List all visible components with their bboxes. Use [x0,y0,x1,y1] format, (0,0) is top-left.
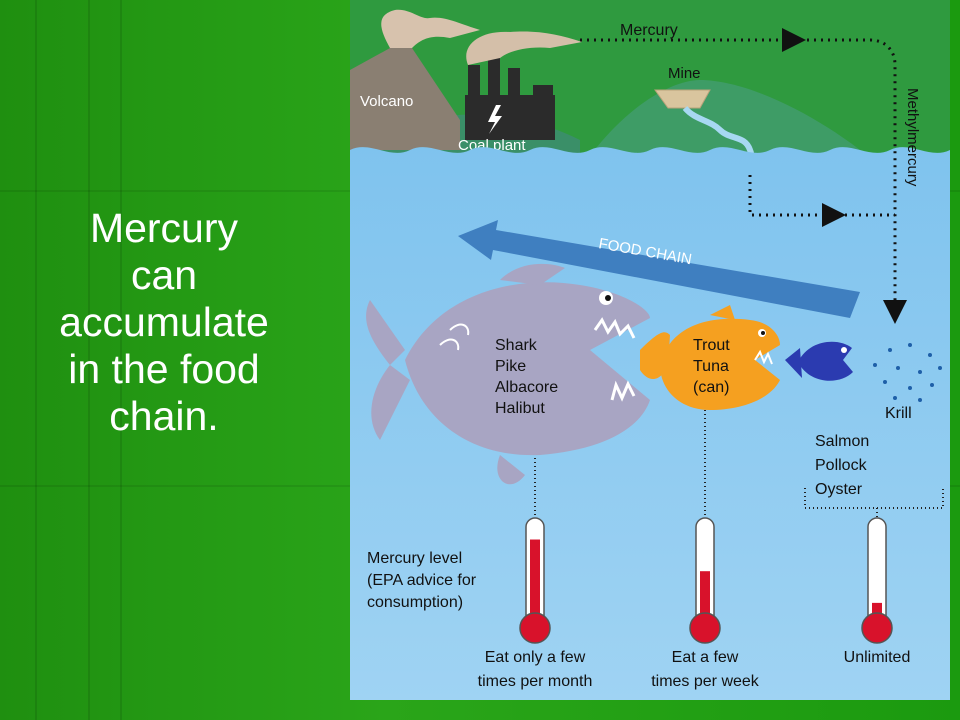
mid-fish-name: (can) [693,379,729,396]
consumption-advice: Unlimited [844,649,911,666]
consumption-advice: times per month [478,673,593,690]
krill-swarm [873,343,942,402]
mid-fish-name: Trout [693,337,730,354]
small-fish-name: Pollock [815,457,868,474]
slide-text-line: accumulate [59,299,269,345]
big-fish-name: Shark [495,337,538,354]
methylmercury-arrow-path [800,38,907,324]
water-area [350,147,950,700]
slide-text-line: chain. [109,393,219,439]
mercury-food-chain-infographic: Volcano Coal plant Mine Mercury Methylme… [350,0,950,700]
mercury-path-label: Mercury [620,22,678,39]
mercury-thermometer [861,517,893,644]
mercury-thermometer [519,517,551,644]
big-fish [366,263,650,485]
consumption-advice: Eat only a few [485,649,586,666]
connector-line [804,488,944,509]
slide-body-text: Mercury can accumulate in the food chain… [30,205,298,440]
coal-plant [465,31,582,140]
volcano-smoke [381,9,480,48]
slide-text-line: Mercury [89,205,239,251]
background-stripe [88,0,90,720]
consumption-advice: times per week [651,673,760,690]
consumption-advice: Eat a few [672,649,739,666]
mine-runoff-arrow-path [748,175,846,227]
lightning-icon [488,105,502,134]
krill-label: Krill [885,405,912,422]
small-fish-name: Oyster [815,481,863,498]
volcano-label: Volcano [360,93,413,110]
small-fish [785,341,853,381]
mid-fish-name: Tuna [693,358,729,375]
mercury-legend-line: (EPA advice for [367,572,477,589]
food-chain-arrow [458,220,860,318]
mercury-legend-line: consumption) [367,594,463,611]
background-stripe [35,0,37,720]
methylmercury-label: Methylmercury [904,88,921,187]
small-fish-name: Salmon [815,433,869,450]
mine-pit [654,89,711,109]
big-fish-name: Halibut [495,400,545,417]
mid-fish [640,305,780,410]
slide-text-line: can [130,252,198,298]
big-fish-name: Pike [495,358,526,375]
mine-label: Mine [668,65,701,82]
slide-text-line: in the food [68,346,260,392]
big-fish-name: Albacore [495,379,558,396]
volcano [350,48,460,150]
mercury-thermometer [689,517,721,644]
mercury-legend-line: Mercury level [367,550,462,567]
background-stripe [120,0,122,720]
